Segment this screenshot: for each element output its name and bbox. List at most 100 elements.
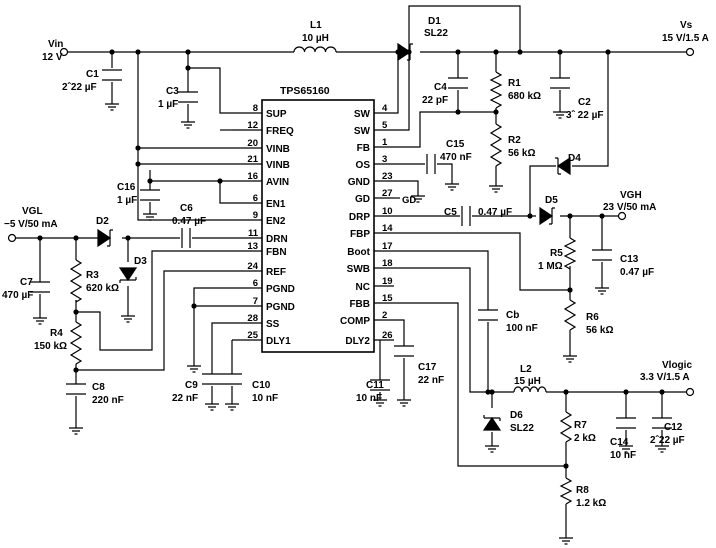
resistor-r1-symbol	[489, 71, 503, 112]
l2-value: 15 µH	[514, 376, 541, 387]
c5-ref: C5	[444, 207, 457, 218]
c7-value: 470 µF	[2, 290, 33, 301]
c3-ref: C3	[166, 86, 179, 97]
vgh-label: VGH	[620, 190, 642, 201]
ground-icon	[143, 213, 157, 221]
c13-value: 0.47 µF	[620, 267, 654, 278]
capacitor-c14-symbol	[616, 417, 636, 429]
pin-name: EN1	[266, 199, 286, 210]
inductor-l2-symbol	[513, 386, 547, 393]
ground-icon	[187, 365, 201, 373]
ground-icon	[445, 183, 459, 191]
ground-icon	[205, 403, 219, 411]
ground-icon	[33, 317, 47, 325]
pin-name: GD	[355, 194, 370, 205]
c3-value: 1 µF	[158, 99, 178, 110]
capacitor-c8-symbol	[66, 383, 86, 395]
ground-icon	[485, 445, 499, 453]
inductor-l1-symbol	[293, 46, 337, 53]
c1-ref: C1	[86, 69, 99, 80]
resistor-r3-symbol	[69, 259, 83, 303]
r3-ref: R3	[86, 270, 99, 281]
pin-number: 10	[382, 206, 393, 217]
pin-number: 1	[382, 137, 388, 148]
pin-name: COMP	[340, 316, 370, 327]
c9-ref: C9	[185, 380, 198, 391]
cb-value: 100 nF	[506, 323, 538, 334]
ground-icon	[397, 399, 411, 407]
capacitor-c6-symbol	[181, 228, 191, 248]
pin-number: 20	[247, 138, 258, 149]
capacitor-c17-symbol	[394, 345, 414, 357]
r5-ref: R5	[550, 248, 563, 259]
c12-value: 2ˆ22 µF	[650, 435, 685, 446]
pin-name: VINB	[266, 144, 290, 155]
d4-ref: D4	[568, 153, 581, 164]
l1-ref: L1	[310, 20, 322, 31]
r2-value: 56 kΩ	[508, 148, 535, 159]
pin-number: 16	[247, 171, 258, 182]
resistor-r5-symbol	[563, 237, 577, 272]
vlogic-terminal	[685, 387, 695, 397]
c10-ref: C10	[252, 380, 271, 391]
r8-ref: R8	[576, 485, 589, 496]
left-pin-column: 8SUP12FREQ20VINB21VINB16AVIN6EN19EN211DR…	[232, 103, 295, 347]
pin-name: FB	[357, 143, 370, 154]
d3-ref: D3	[134, 256, 147, 267]
pin-name: SW	[354, 126, 371, 137]
pin-number: 25	[247, 330, 258, 341]
vin-terminal	[59, 47, 69, 57]
pin-number: 6	[253, 193, 258, 204]
c2-value: 3ˆ 22 µF	[566, 110, 603, 121]
diode-d5-symbol	[539, 206, 555, 226]
pin-number: 17	[382, 241, 393, 252]
capacitor-c3-symbol	[178, 91, 198, 103]
vlogic-label: Vlogic	[662, 360, 692, 371]
chip-pin-right: 4SW	[354, 103, 394, 120]
vgh-value: 23 V/50 mA	[603, 202, 656, 213]
r7-ref: R7	[574, 420, 587, 431]
capacitor-c2-symbol	[550, 77, 570, 89]
vgl-terminal	[7, 233, 17, 243]
chip-name: TPS65160	[280, 85, 330, 97]
l2-ref: L2	[520, 364, 532, 375]
ground-icon	[69, 427, 83, 435]
pin-name: AVIN	[266, 177, 289, 188]
diode-d3-symbol	[118, 267, 138, 283]
pin-name: SUP	[266, 109, 287, 120]
r7-value: 2 kΩ	[574, 433, 596, 444]
resistor-r6-symbol	[563, 290, 577, 336]
pin-number: 9	[253, 210, 258, 221]
resistor-r4-symbol	[69, 312, 83, 365]
c7-ref: C7	[20, 277, 33, 288]
ground-icon	[225, 403, 239, 411]
ground-icon	[181, 121, 195, 129]
pin-name: FBN	[266, 247, 287, 258]
c14-ref: C14	[610, 437, 629, 448]
pin-name: DRP	[349, 212, 370, 223]
pin-number: 6	[253, 278, 258, 289]
c5-value: 0.47 µF	[478, 207, 512, 218]
pin-name: FBP	[350, 229, 370, 240]
diode-d1-symbol	[397, 42, 413, 62]
c15-value: 470 nF	[440, 152, 472, 163]
pin-name: SWB	[347, 264, 370, 275]
capacitor-c10-symbol	[222, 373, 242, 385]
c15-ref: C15	[446, 139, 465, 150]
pin-number: 23	[382, 171, 393, 182]
pin-number: 4	[382, 103, 388, 114]
pin-number: 2	[382, 310, 387, 321]
pin-number: 12	[247, 120, 258, 131]
c4-value: 22 pF	[422, 95, 448, 106]
vs-label: Vs	[680, 20, 693, 31]
r4-ref: R4	[50, 328, 63, 339]
